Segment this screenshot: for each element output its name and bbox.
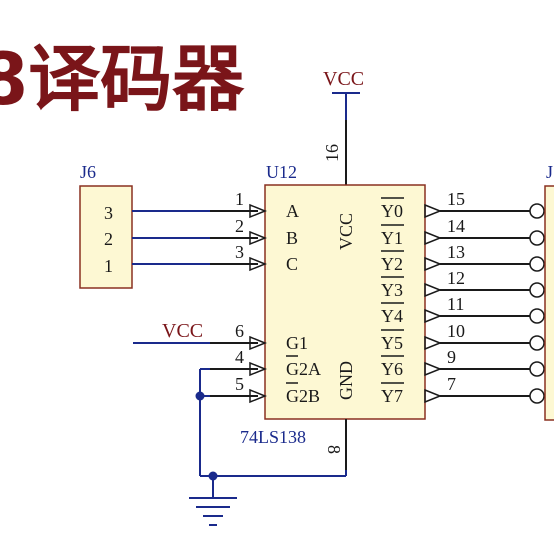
page-title: 8译码器 bbox=[0, 37, 245, 121]
output-pin-name: Y6 bbox=[381, 359, 403, 379]
output-pin-number: 7 bbox=[447, 374, 456, 394]
input-pin-g1: 6G1 bbox=[210, 321, 308, 353]
pin-socket-icon bbox=[529, 361, 545, 377]
output-pin-number: 14 bbox=[447, 216, 465, 236]
output-pin-number: 9 bbox=[447, 347, 456, 367]
output-pin-number: 15 bbox=[447, 189, 465, 209]
pin-arrow-icon bbox=[249, 361, 268, 377]
input-pin-a: 1A bbox=[235, 189, 299, 221]
ground-icon bbox=[189, 497, 237, 526]
vcc-top-label: VCC bbox=[323, 68, 364, 90]
pin-arrow-icon bbox=[249, 388, 268, 404]
pin-arrow-icon bbox=[424, 388, 443, 404]
input-pin-number: 4 bbox=[235, 347, 244, 367]
output-pin-number: 11 bbox=[447, 294, 464, 314]
pin-arrow-icon bbox=[424, 282, 443, 298]
pin-arrow-icon bbox=[249, 203, 268, 219]
pin-socket-icon bbox=[529, 230, 545, 246]
output-pin-name: Y4 bbox=[381, 306, 403, 326]
chip-gnd-label: GND bbox=[336, 361, 356, 400]
input-pin-number: 2 bbox=[235, 216, 244, 236]
connector-right-ref: J bbox=[546, 162, 553, 182]
chip-vcc-label: VCC bbox=[336, 213, 356, 250]
connector-j6-body bbox=[79, 185, 133, 289]
pin-socket-icon bbox=[529, 335, 545, 351]
pin-socket-icon bbox=[529, 203, 545, 219]
connector-j6-ref: J6 bbox=[80, 162, 96, 182]
chip-ref: U12 bbox=[266, 162, 297, 182]
connector-j6-pin-1: 1 bbox=[104, 256, 113, 276]
gnd-pin-number: 8 bbox=[324, 445, 344, 454]
output-pin-y7: 7Y7 bbox=[381, 374, 545, 406]
input-pin-name: G1 bbox=[286, 333, 308, 353]
output-pin-name: Y5 bbox=[381, 333, 403, 353]
pin-arrow-icon bbox=[249, 230, 268, 246]
output-pin-number: 13 bbox=[447, 242, 465, 262]
pin-socket-icon bbox=[529, 256, 545, 272]
junction-g2b bbox=[195, 391, 205, 401]
input-pin-name: C bbox=[286, 254, 298, 274]
input-pin-name: G2A bbox=[286, 359, 321, 379]
input-pin-number: 3 bbox=[235, 242, 244, 262]
pin-arrow-icon bbox=[249, 335, 268, 351]
pin-socket-icon bbox=[529, 388, 545, 404]
pin-arrow-icon bbox=[249, 256, 268, 272]
input-pin-number: 6 bbox=[235, 321, 244, 341]
pin-socket-icon bbox=[529, 282, 545, 298]
output-pin-y6: 9Y6 bbox=[381, 347, 545, 379]
input-pin-number: 1 bbox=[235, 189, 244, 209]
input-pin-number: 5 bbox=[235, 374, 244, 394]
pin-arrow-icon bbox=[424, 203, 443, 219]
vcc-pin-number: 16 bbox=[322, 144, 342, 162]
input-pin-name: G2B bbox=[286, 386, 320, 406]
output-pin-name: Y2 bbox=[381, 254, 403, 274]
output-pin-number: 12 bbox=[447, 268, 465, 288]
connector-j6-pin-3: 3 bbox=[104, 203, 113, 223]
connector-right-body bbox=[544, 185, 554, 421]
pin-arrow-icon bbox=[424, 230, 443, 246]
connector-j6-pin-2: 2 bbox=[104, 229, 113, 249]
input-pin-name: A bbox=[286, 201, 299, 221]
pin-socket-icon bbox=[529, 308, 545, 324]
pin-arrow-icon bbox=[424, 308, 443, 324]
input-pin-c: 3C bbox=[235, 242, 298, 274]
output-pin-number: 10 bbox=[447, 321, 465, 341]
input-pin-b: 2B bbox=[235, 216, 298, 248]
output-pin-name: Y3 bbox=[381, 280, 403, 300]
pin-arrow-icon bbox=[424, 256, 443, 272]
g1-vcc-label: VCC bbox=[162, 320, 203, 342]
output-pin-name: Y1 bbox=[381, 228, 403, 248]
pin-arrow-icon bbox=[424, 335, 443, 351]
output-pin-name: Y0 bbox=[381, 201, 403, 221]
pin-arrow-icon bbox=[424, 361, 443, 377]
output-pin-name: Y7 bbox=[381, 386, 403, 406]
input-pin-name: B bbox=[286, 228, 298, 248]
chip-part-number: 74LS138 bbox=[240, 427, 306, 447]
